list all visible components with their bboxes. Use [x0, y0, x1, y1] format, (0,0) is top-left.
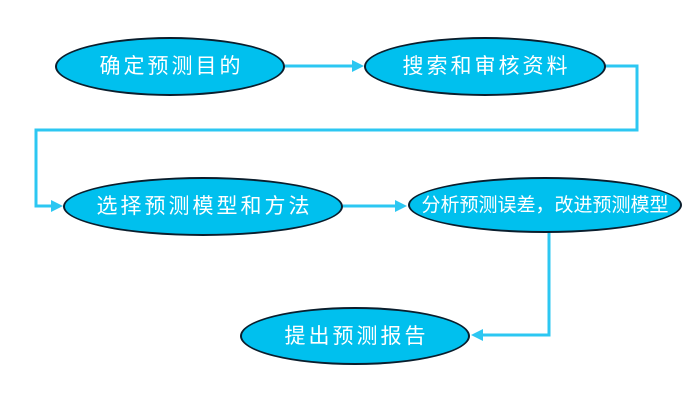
node-analyze-error-improve-model-label: 分析预测误差，改进预测模型 [421, 194, 669, 216]
node-present-report-label: 提出预测报告 [284, 324, 429, 348]
edge-search-to-select [34, 64, 639, 212]
node-search-review-data-label: 搜索和审核资料 [402, 55, 571, 78]
node-select-model-method: 选择预测模型和方法 [63, 177, 343, 236]
node-present-report: 提出预测报告 [240, 307, 470, 365]
node-search-review-data: 搜索和审核资料 [364, 37, 606, 96]
node-analyze-error-improve-model: 分析预测误差，改进预测模型 [408, 177, 682, 233]
edge-purpose-to-search [285, 60, 364, 72]
node-determine-purpose-label: 确定预测目的 [99, 55, 244, 78]
edge-analyze-to-report [471, 231, 551, 341]
edge-select-to-analyze [343, 200, 407, 212]
node-select-model-method-label: 选择预测模型和方法 [96, 195, 313, 218]
node-determine-purpose: 确定预测目的 [55, 37, 285, 96]
